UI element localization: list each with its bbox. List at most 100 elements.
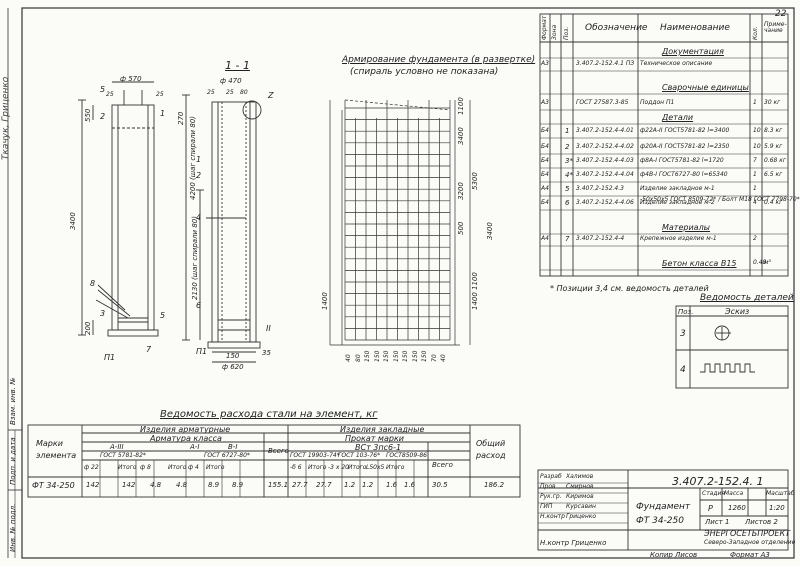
spec-designation: 3.407.2-152.4-4.06 xyxy=(576,199,634,206)
arm-dim-right: 5300 xyxy=(471,172,479,190)
spec-designation: ГОСТ 27587.3-85 xyxy=(576,99,629,106)
steel-subheader: ф 4 xyxy=(188,464,199,471)
spec-note: м³ xyxy=(764,259,771,266)
steel-subheader: -3 х 20 xyxy=(328,464,349,471)
spec-qty: 7 xyxy=(753,157,757,164)
steel-vsego-1: Всего xyxy=(268,447,289,455)
stamp-mass: 1260 xyxy=(728,504,746,512)
arm-dim-bottom: 150 xyxy=(402,350,409,362)
mid-dim-25a: 25 xyxy=(207,89,215,96)
arm-dim-right: 3400 xyxy=(457,127,465,145)
spec-name: ф8A-I ГОСТ5781-82 l=1720 xyxy=(640,157,724,164)
mid-section-ii: II xyxy=(266,324,271,333)
left-pos-7: 7 xyxy=(146,345,152,354)
arm-bar xyxy=(344,99,451,111)
arm-dim-right: 1100 xyxy=(471,272,479,290)
spec-format: А3 xyxy=(541,60,549,67)
steel-value: 1.2 xyxy=(362,481,374,489)
spec-name: ф22A-II ГОСТ5781-82 l=3400 xyxy=(640,127,730,134)
steel-row-mark: ФТ 34-250 xyxy=(32,481,75,490)
spec-name: Техническое описание xyxy=(640,60,713,67)
stamp-role: ГИП xyxy=(540,503,553,510)
spec-h-designation: Обозначение xyxy=(585,23,648,33)
spec-format: Б4 xyxy=(541,127,549,134)
steel-value: 4.8 xyxy=(176,481,188,489)
spec-pos: 5 xyxy=(565,185,570,193)
spec-h-pos: Поз. xyxy=(563,26,570,40)
spec-pos: 4* xyxy=(565,171,573,179)
section-title: 1 - 1 xyxy=(225,59,250,72)
spec-pos: 1 xyxy=(565,127,570,135)
spec-note: 5.9 кг xyxy=(764,143,783,150)
left-pos-8: 8 xyxy=(90,279,96,288)
mid-dim-150: 150 xyxy=(226,352,240,360)
spec-format: Б4 xyxy=(541,199,549,206)
spec-name: ф4В-I ГОСТ6727-80 l=65340 xyxy=(640,171,728,178)
mid-section-i: Z xyxy=(268,91,274,100)
margin-handwriting: Ткачук, Гриценко xyxy=(1,76,11,160)
page-number: 22 xyxy=(775,9,787,19)
spec-designation: 3.407.2-152.4-4 xyxy=(576,235,625,242)
stamp-stage-h: Стадия xyxy=(702,490,726,497)
steel-title: Ведомость расхода стали на элемент, кг xyxy=(160,409,378,420)
spec-designation: 3.407.2-152.4-4.01 xyxy=(576,127,634,134)
details-col-pos: Поз. xyxy=(678,308,694,316)
arm-title: Армирование фундамента (в развертке) xyxy=(342,55,536,65)
mid-pos-2: 2 xyxy=(196,171,202,180)
steel-subheader: Итого xyxy=(386,464,405,471)
details-row-4: 4 xyxy=(680,365,686,375)
stamp-person: Курсавин xyxy=(566,503,596,510)
spec-qty: 10 xyxy=(753,127,761,134)
spec-name: Сварочные единицы xyxy=(662,83,749,92)
steel-value: 8.9 xyxy=(208,481,220,489)
spec-note: 30 кг xyxy=(764,99,781,106)
spec-format: А3 xyxy=(541,99,549,106)
steel-value: 30.5 xyxy=(432,481,448,489)
steel-value: 27.7 xyxy=(316,481,332,489)
spec-footnote: * Позиции 3,4 см. ведомость деталей xyxy=(550,284,709,293)
arm-dim-right: 1400 xyxy=(471,292,479,310)
dim-phi570: ф 570 xyxy=(120,75,142,83)
steel-value: 4.8 xyxy=(150,481,162,489)
steel-subheader: Итого xyxy=(118,464,137,471)
spec-designation: 3.407.2-152.4-4.02 xyxy=(576,143,634,150)
steel-subheader: ф 8 xyxy=(140,464,151,471)
spec-qty: 1 xyxy=(753,99,757,106)
dim-25a: 25 xyxy=(106,91,114,98)
steel-gost-1: ГОСТ 6727-80* xyxy=(204,452,250,459)
dim-25b: 25 xyxy=(156,91,164,98)
spec-format: А4 xyxy=(541,235,549,242)
spec-name: Крепежное изделие м-1 xyxy=(640,235,717,242)
steel-gost2-1: ГОСТ 103-76* xyxy=(338,452,381,459)
mid-dim-25b: 25 xyxy=(226,89,234,96)
spec-pos: 2 xyxy=(565,143,570,151)
arm-dim-bottom: 40 xyxy=(440,354,447,362)
steel-value: 27.7 xyxy=(292,481,308,489)
mid-pos-1: 1 xyxy=(196,155,202,164)
spec-note: 8.3 кг xyxy=(764,127,783,134)
stamp-person: Смирнов xyxy=(566,483,594,490)
steel-subheader: Итого xyxy=(348,464,367,471)
spec-h-format: Формат xyxy=(541,15,548,40)
steel-value: 8.9 xyxy=(232,481,244,489)
stamp-scale: 1:20 xyxy=(769,504,785,512)
stamp-role: Пров xyxy=(540,483,556,490)
steel-arm-header: Изделия арматурные xyxy=(140,425,231,434)
steel-grade: ВСт 3пс6-1 xyxy=(355,443,402,452)
arm-subtitle: (спираль условно не показана) xyxy=(350,67,499,77)
steel-zak-header: Изделия закладные xyxy=(340,425,425,434)
details-title: Ведомость деталей xyxy=(700,293,794,303)
stamp-role: Разраб xyxy=(540,473,562,480)
spec-designation: 3.407.2-152.4-4.04 xyxy=(576,171,634,178)
steel-value: 186.2 xyxy=(484,481,505,489)
steel-value: 142 xyxy=(86,481,100,489)
steel-gost-0: ГОСТ 5781-82* xyxy=(100,452,146,459)
spec-designation: 3.407.2-152.4.1 ПЗ xyxy=(576,60,635,67)
spec-note: 0.4 кг xyxy=(764,199,783,206)
spec-designation: 3.407.2-152.4-4.03 xyxy=(576,157,634,164)
spec-format: Б4 xyxy=(541,143,549,150)
dim-550-left: 550 xyxy=(84,108,92,122)
stamp-sheets: Листов 2 xyxy=(745,518,778,526)
left-pos-2: 2 xyxy=(100,112,106,121)
steel-arm-class: Арматура класса xyxy=(150,434,222,443)
